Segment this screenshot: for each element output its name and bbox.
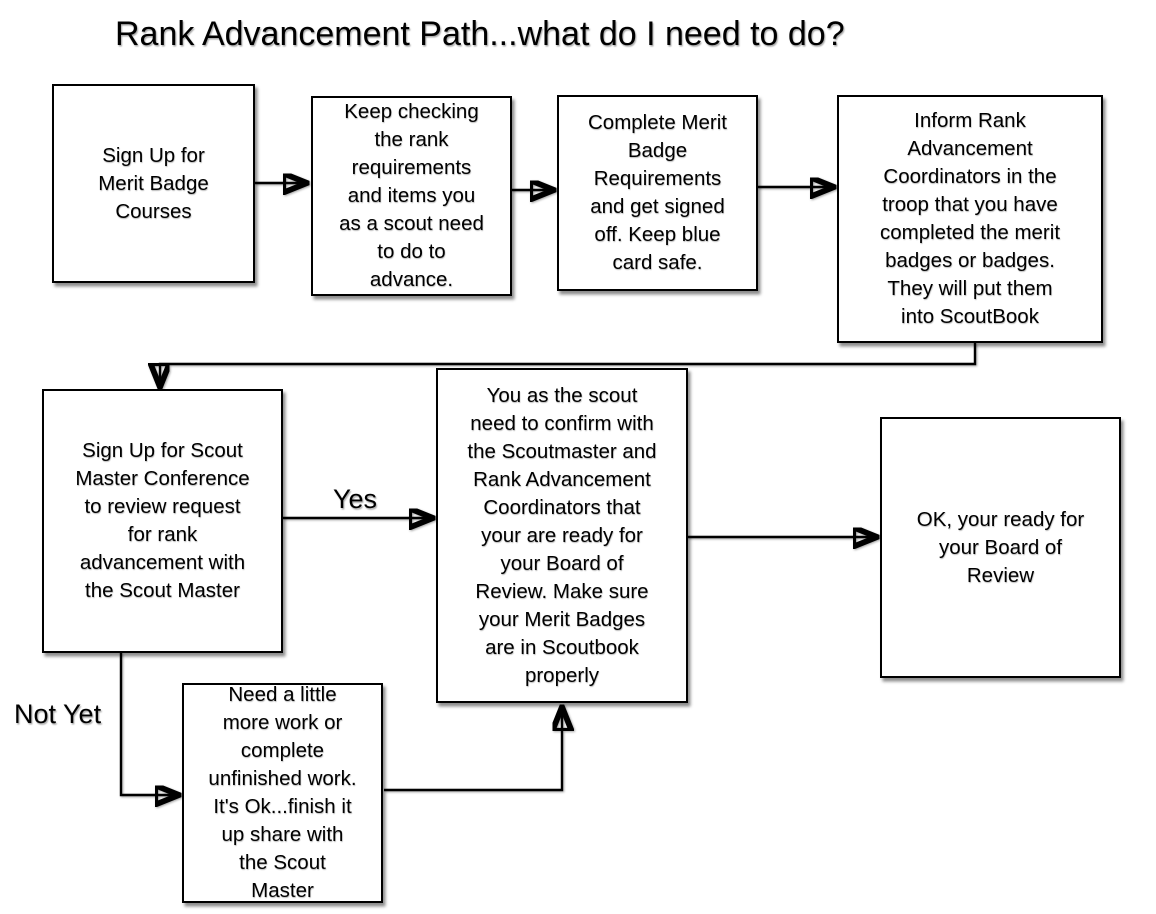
node-sign-up-scoutmaster-conference: Sign Up for Scout Master Conference to r… (42, 389, 283, 653)
diagram-title: Rank Advancement Path...what do I need t… (115, 15, 845, 53)
node-need-more-work: Need a little more work or complete unfi… (182, 683, 383, 903)
node-text: Sign Up for Merit Badge Courses (98, 143, 209, 223)
node-text: Keep checking the rank requirements and … (339, 100, 484, 291)
node-ready-for-board-of-review: OK, your ready for your Board of Review (880, 417, 1121, 678)
node-text: You as the scout need to confirm with th… (467, 383, 657, 687)
node-text: Need a little more work or complete unfi… (208, 683, 357, 902)
edge-label-yes: Yes (333, 484, 378, 514)
node-text: Sign Up for Scout Master Conference to r… (75, 439, 250, 602)
node-inform-rank-advancement-coordinators: Inform Rank Advancement Coordinators in … (837, 95, 1103, 343)
node-complete-merit-badge-requirements: Complete Merit Badge Requirements and ge… (557, 95, 758, 291)
node-text: Inform Rank Advancement Coordinators in … (879, 109, 1061, 328)
edge-morework-to-confirm-arrow (384, 708, 562, 792)
node-text: Complete Merit Badge Requirements and ge… (588, 111, 727, 274)
node-sign-up-merit-badge-courses: Sign Up for Merit Badge Courses (52, 84, 255, 283)
edge-conference-notyet-to-morework-arrow (119, 653, 178, 795)
node-keep-checking-rank-requirements: Keep checking the rank requirements and … (311, 96, 512, 296)
node-confirm-ready-with-scoutmaster: You as the scout need to confirm with th… (436, 368, 688, 703)
node-text: OK, your ready for your Board of Review (916, 507, 1085, 587)
edge-inform-to-conference-arrow (160, 343, 977, 386)
edge-label-not-yet: Not Yet (14, 699, 102, 729)
